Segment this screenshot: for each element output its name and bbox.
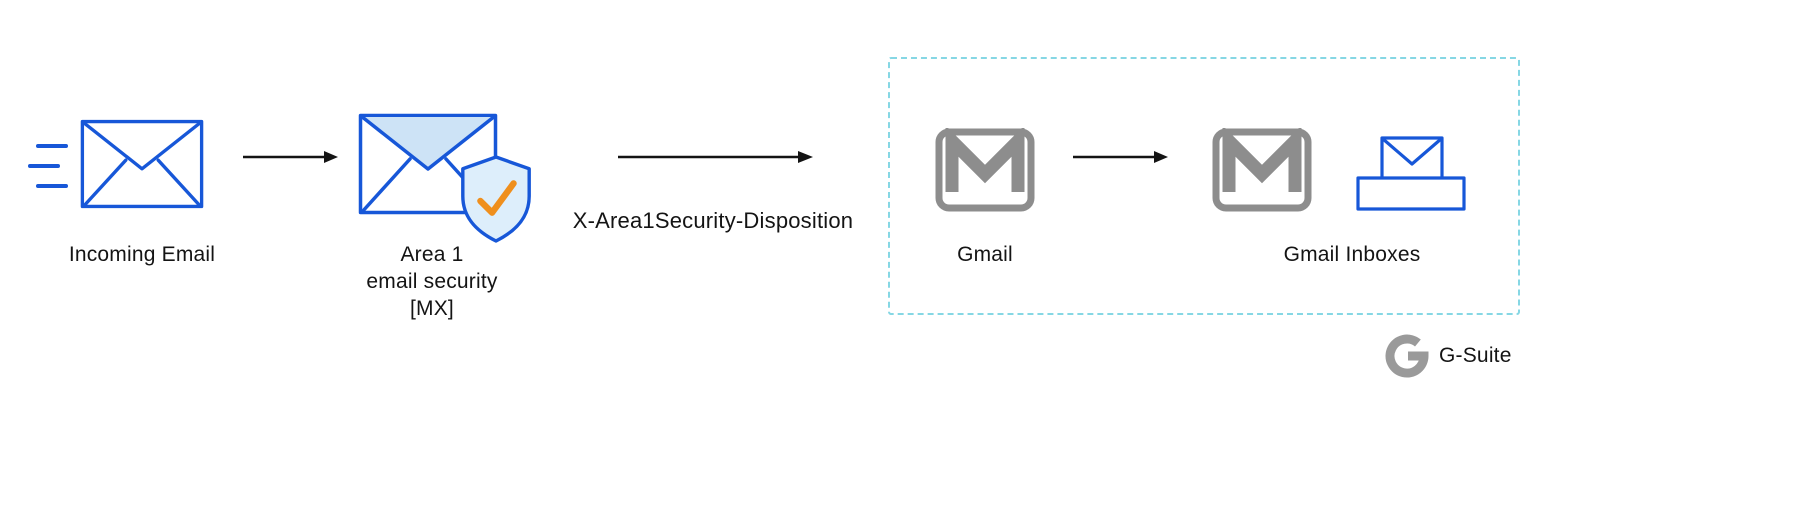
gsuite-brand-label: G-Suite <box>1439 344 1512 367</box>
disposition-header-label: X-Area1Security-Disposition <box>572 208 854 233</box>
gmail-envelope-icon <box>1212 128 1312 212</box>
arrow-right-icon <box>243 151 338 163</box>
gsuite-brand: G-Suite <box>1385 332 1545 380</box>
speed-lines-icon <box>28 144 68 188</box>
gmail-label: Gmail <box>957 243 1013 266</box>
area1-label-line2: email security <box>366 270 498 293</box>
gsuite-boundary-box <box>888 57 1520 315</box>
area1-label-line1: Area 1 <box>400 243 464 266</box>
g-logo-icon <box>1385 334 1429 378</box>
shield-check-icon <box>461 155 531 243</box>
inbox-tray-icon <box>1356 136 1466 211</box>
gmail-inboxes-label: Gmail Inboxes <box>1283 243 1421 266</box>
area1-label-line3: [MX] <box>410 297 454 320</box>
area1-node <box>358 113 538 248</box>
arrow-right-icon <box>1073 151 1168 163</box>
area1-label: Area 1 email security [MX] <box>337 241 527 322</box>
gmail-envelope-icon <box>935 128 1035 212</box>
incoming-email-envelope-icon <box>80 119 204 209</box>
incoming-email-label: Incoming Email <box>68 243 216 266</box>
arrow-right-icon <box>618 151 813 163</box>
envelope-icon <box>358 113 498 215</box>
